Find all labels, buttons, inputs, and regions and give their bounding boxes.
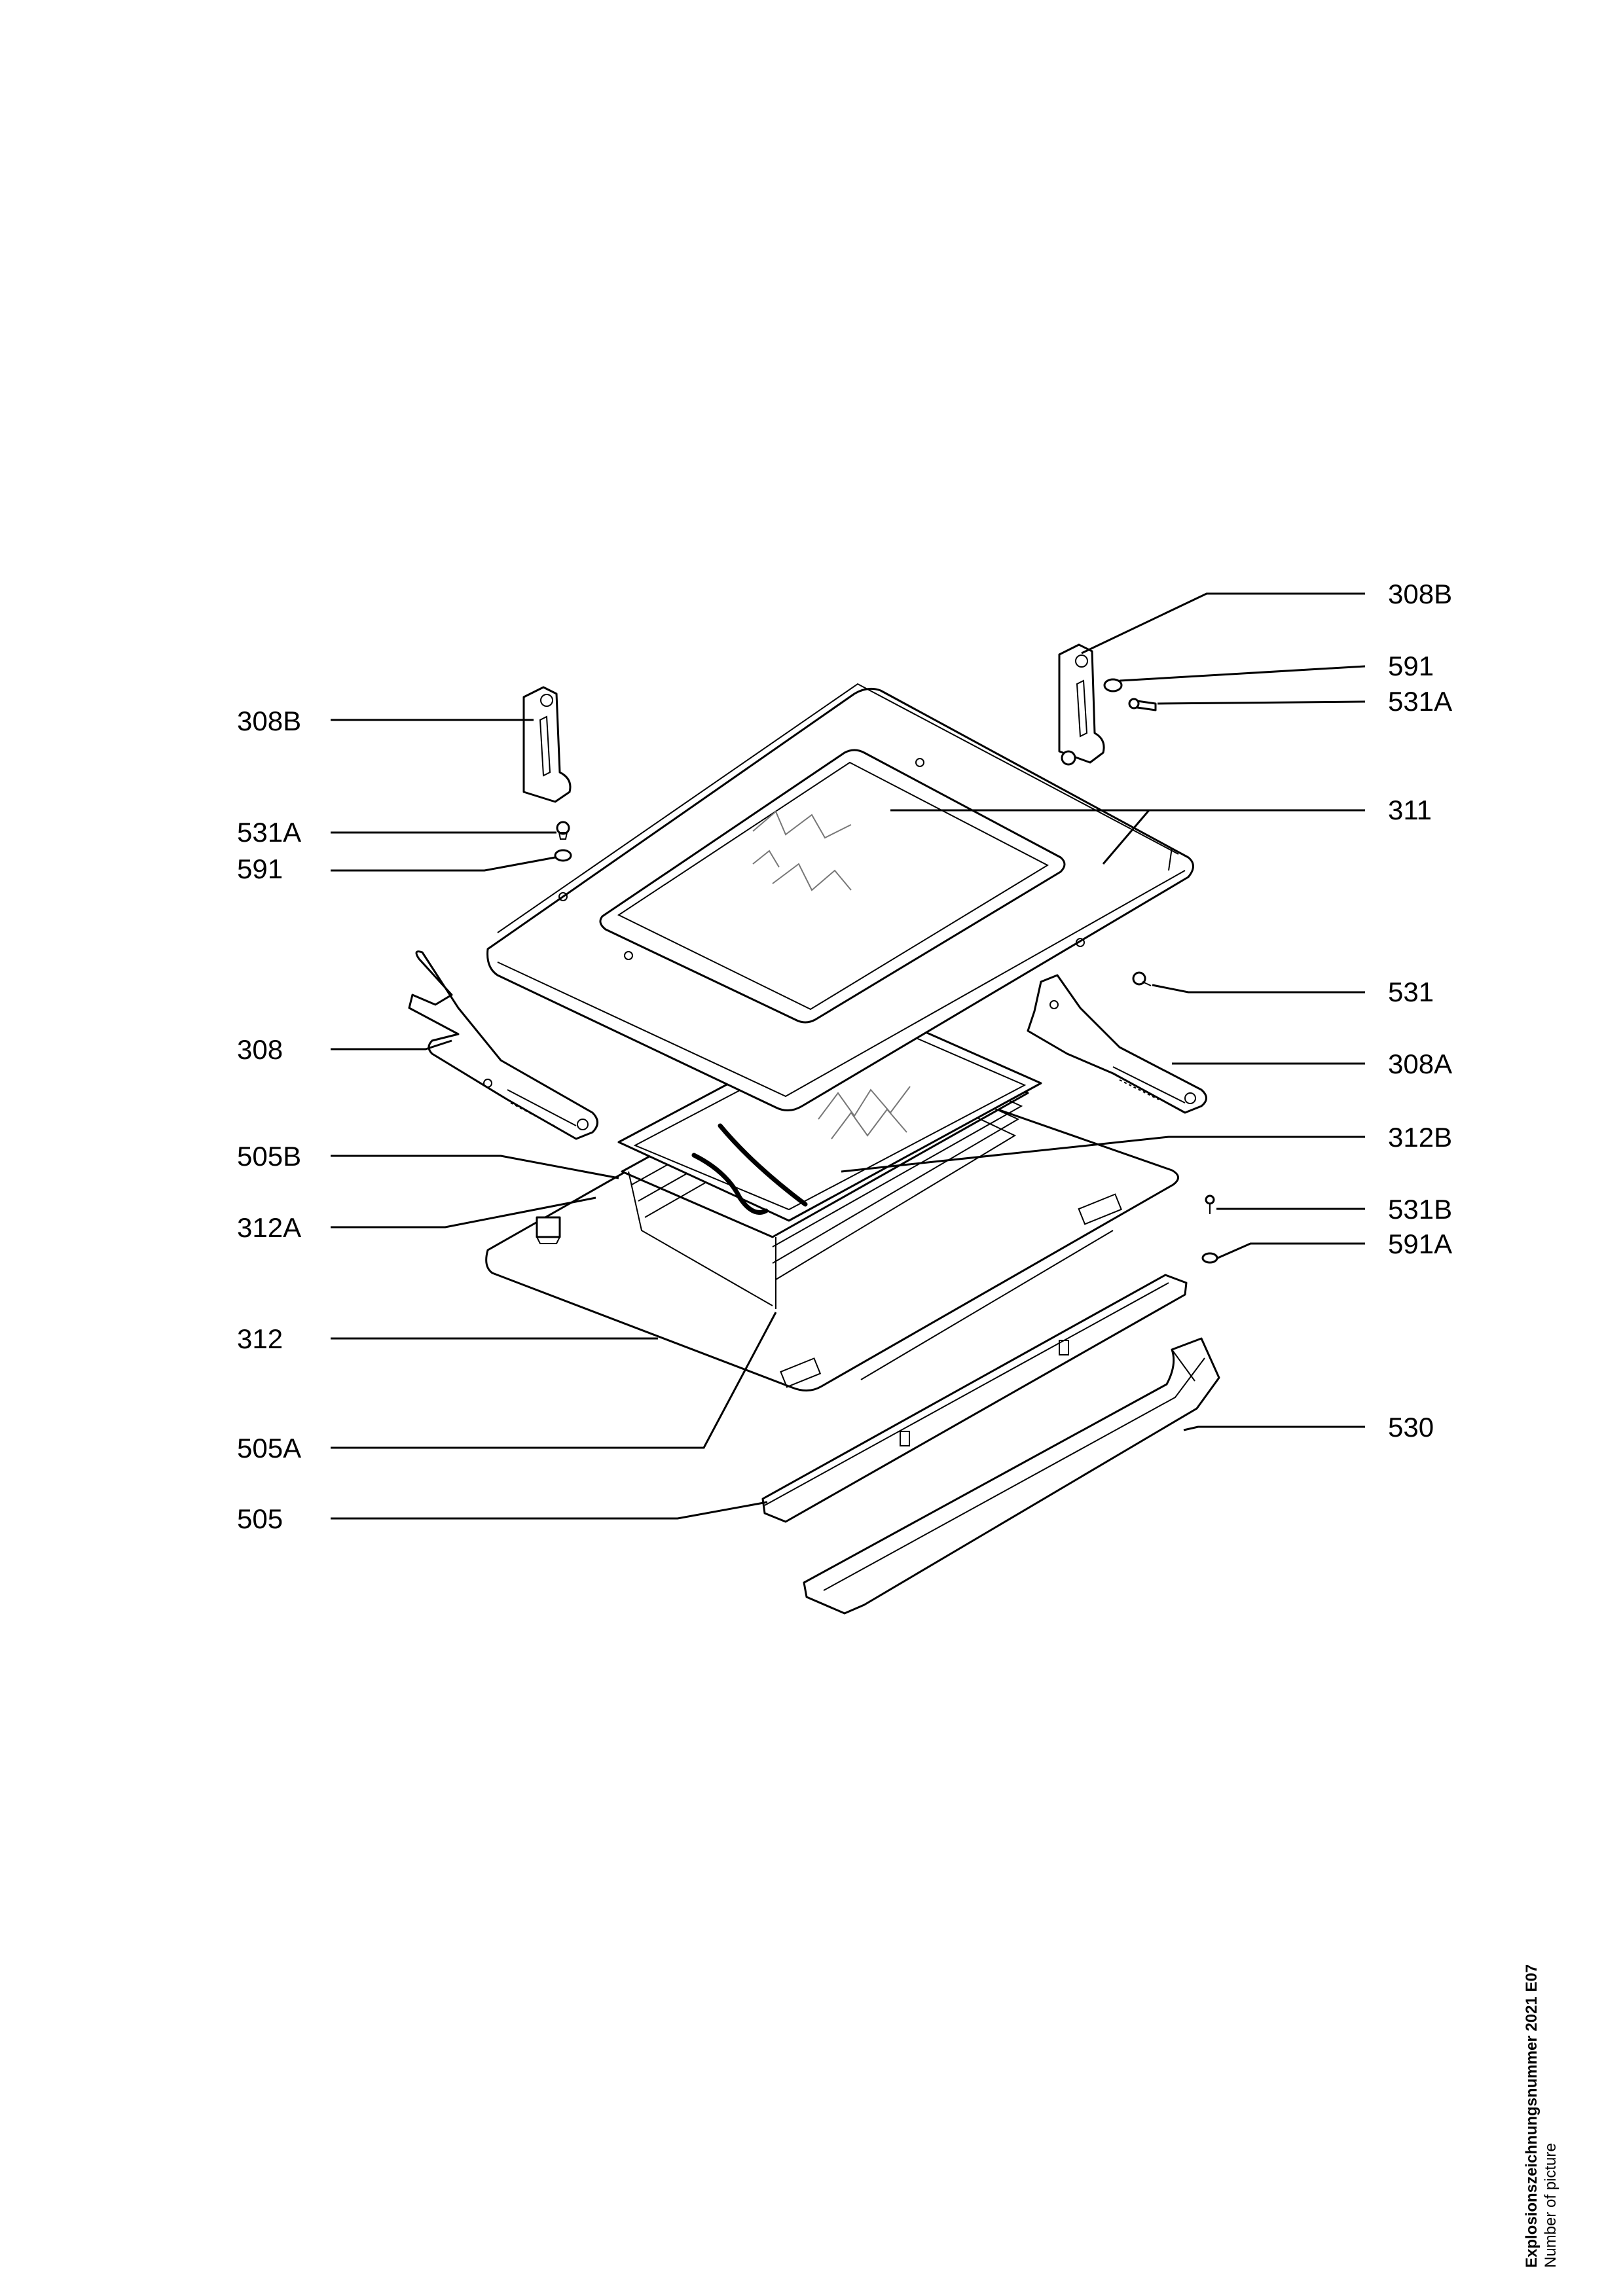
leader-591A [1217, 1242, 1365, 1259]
leader-312B [841, 1136, 1365, 1173]
part-311-door-panel [486, 683, 1194, 1111]
callout-505B: 505B [237, 1141, 301, 1172]
leader-505B [331, 1155, 619, 1179]
drawing-number: Explosionszeichnungsnummer 2021 E07 [1523, 1964, 1541, 2268]
part-531B-screw [1205, 1194, 1215, 1214]
drawing-number-footer: Explosionszeichnungsnummer 2021 E07 Numb… [1522, 1964, 1560, 2268]
callout-308B-right: 308B [1388, 579, 1452, 609]
leader-505 [331, 1501, 768, 1520]
callout-591-right: 591 [1388, 651, 1434, 681]
callout-530: 530 [1388, 1412, 1434, 1443]
callout-505A: 505A [237, 1433, 301, 1463]
callout-312: 312 [237, 1323, 283, 1354]
part-531-screw [1132, 971, 1152, 986]
callout-505: 505 [237, 1503, 283, 1534]
part-505-bottom-rail [761, 1274, 1188, 1523]
leader-312A [331, 1196, 596, 1229]
leader-531 [1152, 984, 1365, 994]
part-308A-right-hinge [1027, 974, 1207, 1114]
picture-caption: Number of picture [1542, 2143, 1559, 2268]
leader-308B-right [1081, 592, 1365, 655]
callout-591-left: 591 [237, 853, 283, 884]
leader-505A [331, 1312, 777, 1449]
callout-312A: 312A [237, 1212, 301, 1243]
part-531A-right-screw [1128, 698, 1157, 711]
part-591-left-washer [554, 849, 572, 862]
callout-308A: 308A [1388, 1049, 1452, 1079]
callout-labels: 308B 531A 591 308 505B 312A 312 505A 505… [237, 579, 1452, 1534]
leader-308 [331, 1039, 452, 1050]
callout-531B: 531B [1388, 1194, 1452, 1225]
callout-308B-left: 308B [237, 706, 301, 736]
callout-531: 531 [1388, 977, 1434, 1007]
leader-531A-right [1157, 700, 1366, 705]
part-308-left-hinge [408, 950, 598, 1140]
callout-312B: 312B [1388, 1122, 1452, 1153]
callout-531A-left: 531A [237, 817, 301, 848]
leader-lines [331, 592, 1366, 1520]
callout-308: 308 [237, 1034, 283, 1065]
part-505B-clip [536, 1216, 561, 1244]
leader-591-left [331, 856, 556, 872]
part-531A-left-screw [556, 821, 570, 840]
part-308B-left-bracket [522, 686, 572, 803]
part-591A-washer [1201, 1252, 1218, 1264]
callout-531A-right: 531A [1388, 686, 1452, 717]
callout-591A: 591A [1388, 1229, 1452, 1259]
leader-591-right [1119, 665, 1366, 682]
leader-530 [1183, 1426, 1365, 1431]
part-591-right-washer [1103, 678, 1123, 692]
callout-311: 311 [1388, 795, 1432, 825]
part-308B-right-bracket [1058, 643, 1105, 766]
part-530-handle [803, 1337, 1220, 1615]
